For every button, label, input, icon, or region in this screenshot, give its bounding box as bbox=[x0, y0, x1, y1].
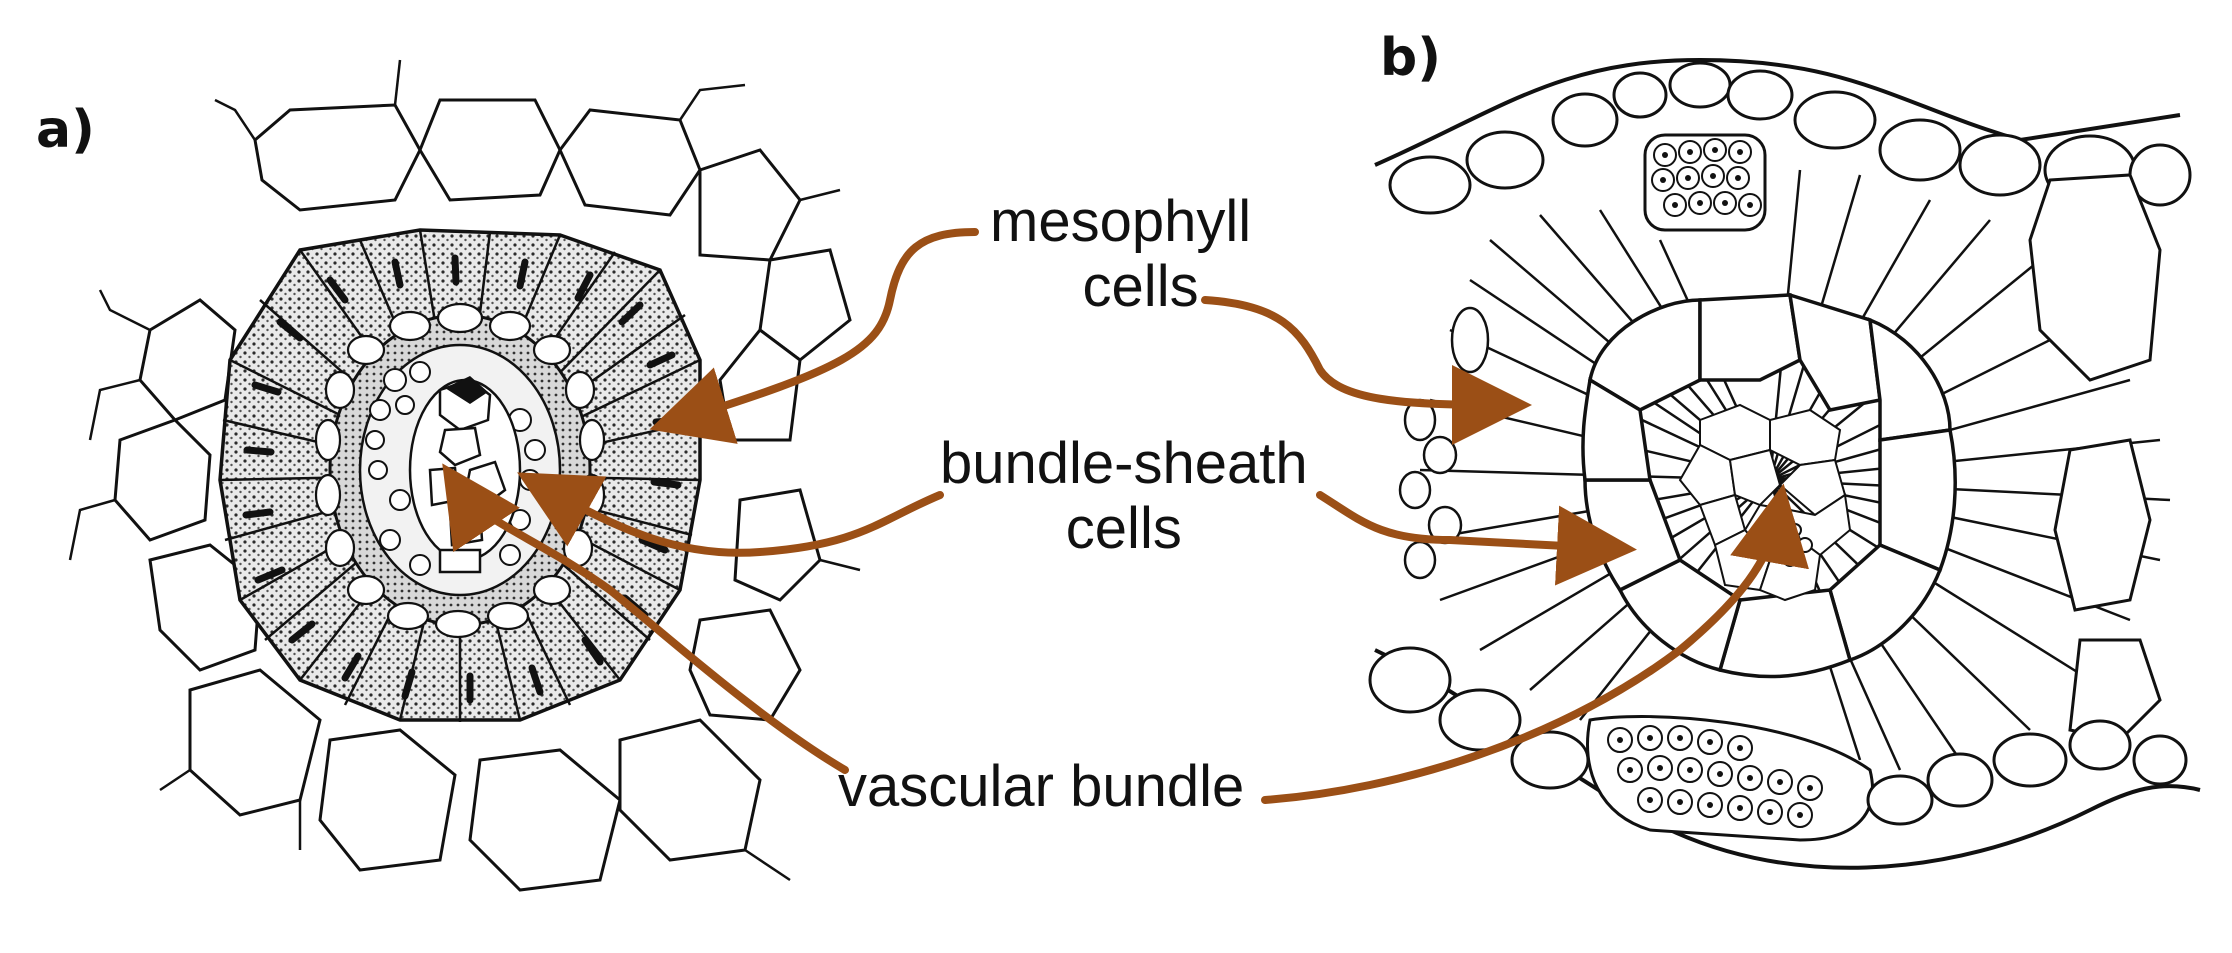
label-sheath-line1: bundle-sheath bbox=[940, 431, 1308, 496]
label-mesophyll-line2: cells bbox=[1082, 253, 1199, 319]
arrow-sheath-b bbox=[1316, 491, 1637, 586]
panel-b-lower-fibres bbox=[1586, 715, 1874, 842]
label-mesophyll-cells: mesophyll cells bbox=[990, 189, 1252, 320]
panel-label-b: b) bbox=[1380, 28, 1441, 88]
label-vascular-bundle: vascular bundle bbox=[838, 754, 1245, 819]
panel-b-lower-epidermis bbox=[1368, 646, 2188, 826]
arrow-sheath-a bbox=[517, 472, 944, 557]
arrow-vascular-a bbox=[442, 463, 849, 774]
arrow-mesophyll-a bbox=[649, 228, 979, 444]
panel-b-upper-epidermis bbox=[1388, 61, 2192, 215]
label-mesophyll-line1: mesophyll bbox=[990, 189, 1252, 254]
label-sheath-line2: cells bbox=[1065, 495, 1182, 561]
panel-a-outer-cells bbox=[113, 98, 852, 892]
label-bundle-sheath-cells: bundle-sheath cells bbox=[940, 431, 1308, 562]
arrow-vascular-b bbox=[1261, 483, 1809, 804]
panel-b-left-cells bbox=[1398, 306, 1490, 580]
panel-b-right-cells bbox=[2028, 173, 2162, 742]
arrow-mesophyll-b bbox=[1201, 296, 1532, 445]
panel-b-upper-fibres bbox=[1643, 133, 1767, 232]
panel-label-a: a) bbox=[36, 100, 95, 160]
